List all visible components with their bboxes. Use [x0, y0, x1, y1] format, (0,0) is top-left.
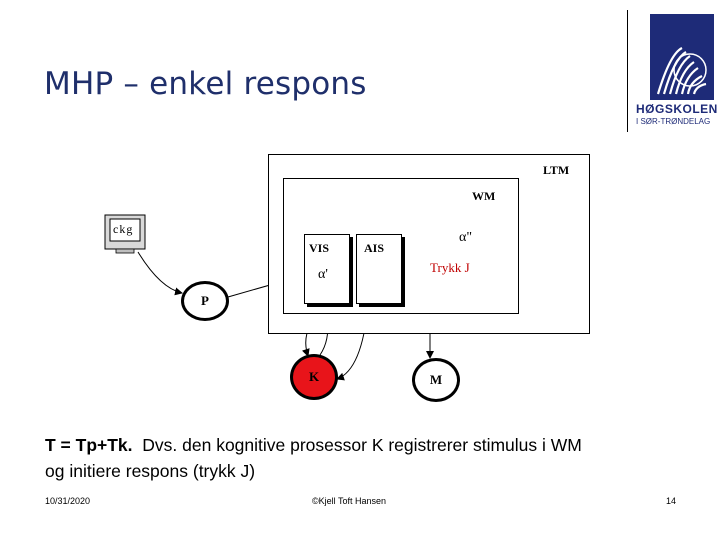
logo-divider [627, 10, 628, 132]
logo-name: HØGSKOLEN [636, 102, 718, 116]
wm-label: WM [472, 189, 496, 203]
body-line-2: og initiere respons (trykk J) [45, 461, 256, 481]
body-line-1-text: Dvs. den kognitive prosessor K registrer… [142, 435, 582, 455]
logo-emblem [650, 14, 714, 100]
ais-box [356, 234, 402, 304]
body-text: T = Tp+Tk. Dvs. den kognitive prosessor … [45, 432, 582, 484]
cognitive-processor-circle: K [290, 354, 338, 400]
logo-subtitle: I SØR-TRØNDELAG [636, 117, 711, 126]
footer-date: 10/31/2020 [45, 496, 91, 506]
body-line-1: T = Tp+Tk. Dvs. den kognitive prosessor … [45, 432, 582, 458]
alpha-double-prime-label: α" [459, 230, 473, 245]
slide-title: MHP – enkel respons [44, 66, 367, 102]
perceptual-processor-circle: P [181, 281, 229, 321]
ais-label: AIS [364, 241, 385, 255]
ltm-label: LTM [543, 163, 570, 177]
k-label: K [308, 369, 320, 384]
school-logo: HØGSKOLEN I SØR-TRØNDELAG [634, 14, 720, 136]
vis-label: VIS [309, 241, 330, 255]
alpha-prime-label: α' [318, 267, 328, 282]
footer-author: ©Kjell Toft Hansen [312, 496, 387, 506]
trykk-j-label: Trykk J [430, 260, 470, 275]
m-label: M [429, 372, 443, 387]
monitor-icon [104, 214, 146, 254]
footer-page-number: 14 [666, 496, 677, 506]
p-label: P [201, 293, 209, 308]
motor-processor-circle: M [412, 358, 460, 402]
monitor-text: ckg [113, 222, 134, 236]
arrow-monitor-to-p [137, 251, 183, 296]
vis-box [304, 234, 350, 304]
body-formula: T = Tp+Tk. [45, 435, 133, 455]
